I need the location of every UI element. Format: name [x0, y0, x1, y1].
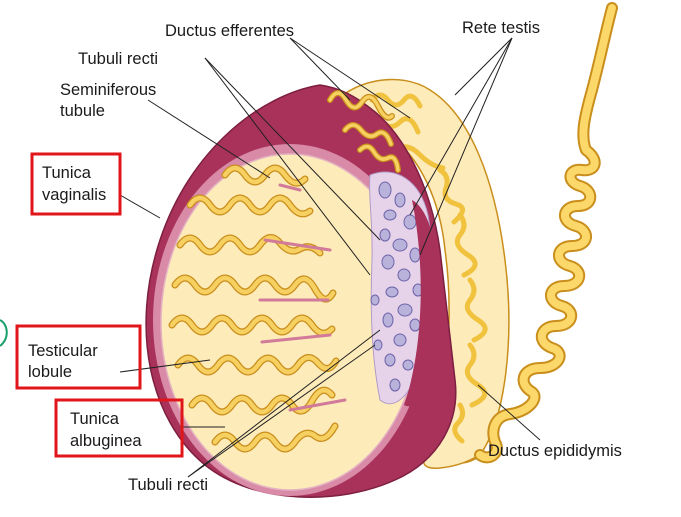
label-ductus-efferentes: Ductus efferentes — [165, 22, 294, 40]
label-tunica-vaginalis-line1: Tunica — [42, 164, 92, 182]
highlight-box-tunica-vaginalis — [32, 154, 120, 214]
label-seminiferous-line1: Seminiferous — [60, 81, 156, 99]
label-ductus-epididymis: Ductus epididymis — [488, 442, 622, 460]
label-testicular-lobule-line2: lobule — [28, 363, 72, 381]
label-tunica-albuginea-line2: albuginea — [70, 432, 142, 450]
label-tubuli-recti-top: Tubuli recti — [78, 50, 158, 68]
label-seminiferous-line2: tubule — [60, 102, 105, 120]
label-tubuli-recti-bottom: Tubuli recti — [128, 476, 208, 494]
label-tunica-vaginalis-line2: vaginalis — [42, 186, 106, 204]
label-rete-testis: Rete testis — [462, 19, 540, 37]
label-tunica-albuginea-line1: Tunica — [70, 410, 120, 428]
label-testicular-lobule-line1: Testicular — [28, 342, 98, 360]
edge-marker — [0, 320, 7, 346]
